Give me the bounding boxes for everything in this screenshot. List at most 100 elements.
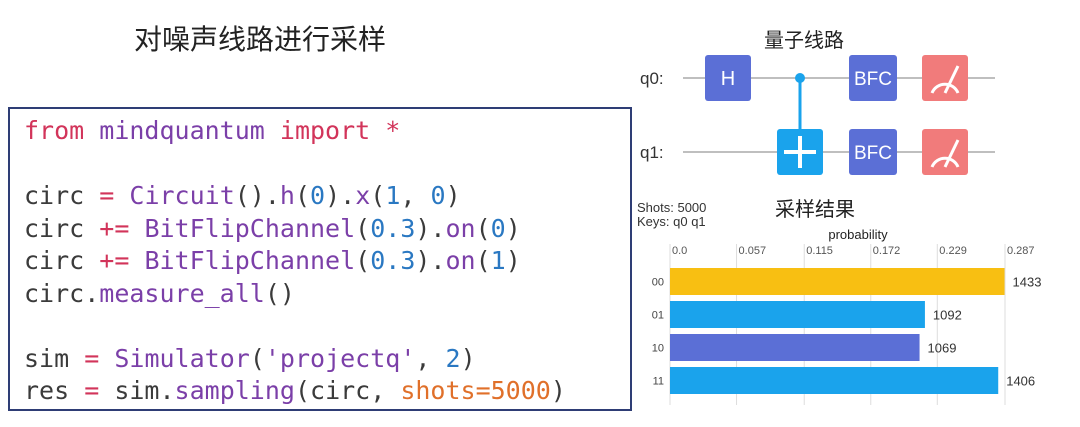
code-token: = [84,376,100,405]
tick-label: 0.0 [672,245,687,257]
value-label: 1069 [928,341,957,356]
axis-label: probability [828,227,888,242]
category-label: 10 [652,343,664,355]
code-token: ). [415,246,446,275]
tick-label: 0.229 [939,245,967,257]
code-token: BitFlipChannel [144,213,356,243]
code-token: x [355,181,371,210]
h-gate[interactable] [705,55,751,101]
code-token: shots=5000 [400,376,551,405]
code-token: 1 [490,246,506,275]
code-token: ). [325,181,356,210]
bfc-gate-q0-label: BFC [854,69,892,90]
code-token: 'projectq' [264,343,416,373]
code-token: h [279,181,295,210]
code-token: (). [234,181,280,210]
code-token: Circuit [129,181,235,210]
tick-label: 0.115 [806,245,833,257]
sampling-result-title: 采样结果 [775,198,855,221]
sampling-title: 对噪声线路进行采样 [133,23,386,56]
category-label: 01 [652,310,664,322]
code-token: measure_all [99,278,265,308]
code-token: circ [24,213,100,243]
tick-label: 0.287 [1007,245,1035,257]
code-token: 2 [445,343,461,373]
code-token: 0.3 [370,213,416,243]
category-label: 00 [652,277,664,289]
code-token: ( [355,246,371,275]
code-token: 0 [490,213,506,243]
bar-00[interactable] [670,268,1005,295]
code-token: * [370,116,401,145]
code-token: 0.3 [370,246,416,275]
code-token: sim [24,343,85,373]
code-token: ( [355,213,371,243]
code-token: () [264,278,295,308]
code-line: circ += BitFlipChannel(0.3).on(0) [24,213,566,246]
code-token: import [279,116,371,145]
cnot-control-dot [795,73,805,83]
code-token: = [99,181,115,210]
bar-10[interactable] [670,334,920,361]
circuit-title: 量子线路 [764,29,844,52]
code-line: from mindquantum import * [24,115,566,148]
code-token: , [415,343,446,373]
tick-label: 0.172 [873,245,901,257]
code-token: , [400,181,431,210]
code-token: ) [505,213,521,243]
code-token: on [445,213,476,243]
code-token: ) [505,246,521,275]
bfc-gate-q1-label: BFC [854,143,892,164]
bfc-gate-q0[interactable] [849,55,897,101]
code-token: += [99,213,130,243]
category-label: 11 [653,376,664,388]
code-line: circ.measure_all() [24,278,566,311]
code-token: sim. [99,376,175,405]
code-line: circ += BitFlipChannel(0.3).on(1) [24,245,566,278]
qubit-label-q1: q1: [640,143,664,162]
code-token: ( [475,213,491,243]
h-gate-label: H [721,68,735,90]
code-line: sim = Simulator('projectq', 2) [24,343,566,376]
code-text: from mindquantum import *circ = Circuit(… [24,115,566,408]
code-token: BitFlipChannel [144,246,356,275]
code-token: circ. [24,278,100,308]
measure-icon[interactable] [922,55,968,101]
probability-chart: 0.0 0.057 0.115 0.172 0.229 0.287 00 1433 01 1092… [652,244,1042,405]
code-token: 1 [385,181,401,210]
code-token: ) [445,181,461,210]
code-token: = [84,343,100,373]
code-token: ) [460,343,476,373]
value-label: 1092 [933,308,962,323]
code-token: 0 [310,181,326,210]
code-token: mindquantum [84,116,280,145]
code-token: (circ, [294,376,401,405]
code-token: from [24,116,85,145]
measure-icon[interactable] [922,129,968,175]
code-token: ( [370,181,386,210]
value-label: 1406 [1006,374,1035,389]
bfc-gate-q1[interactable] [849,129,897,175]
code-token: ( [475,246,491,275]
code-token: ( [294,181,311,210]
code-token: sampling [174,376,295,405]
code-token: 0 [430,181,446,210]
code-block: from mindquantum import *circ = Circuit(… [8,107,632,411]
code-token: circ [24,181,100,210]
code-token: ). [415,213,446,243]
code-token: ) [550,376,566,405]
value-label: 1433 [1013,275,1042,290]
shots-text: Shots: 5000 [637,200,706,215]
keys-text: Keys: q0 q1 [637,214,706,229]
code-token: Simulator [114,343,250,373]
code-token: on [445,246,476,275]
code-line: res = sim.sampling(circ, shots=5000) [24,375,566,408]
bar-11[interactable] [670,367,999,394]
qubit-label-q0: q0: [640,69,664,88]
bar-01[interactable] [670,301,925,328]
code-token: ( [249,343,265,373]
tick-label: 0.057 [739,245,767,257]
code-line: circ = Circuit().h(0).x(1, 0) [24,180,566,213]
code-token: circ [24,246,100,275]
